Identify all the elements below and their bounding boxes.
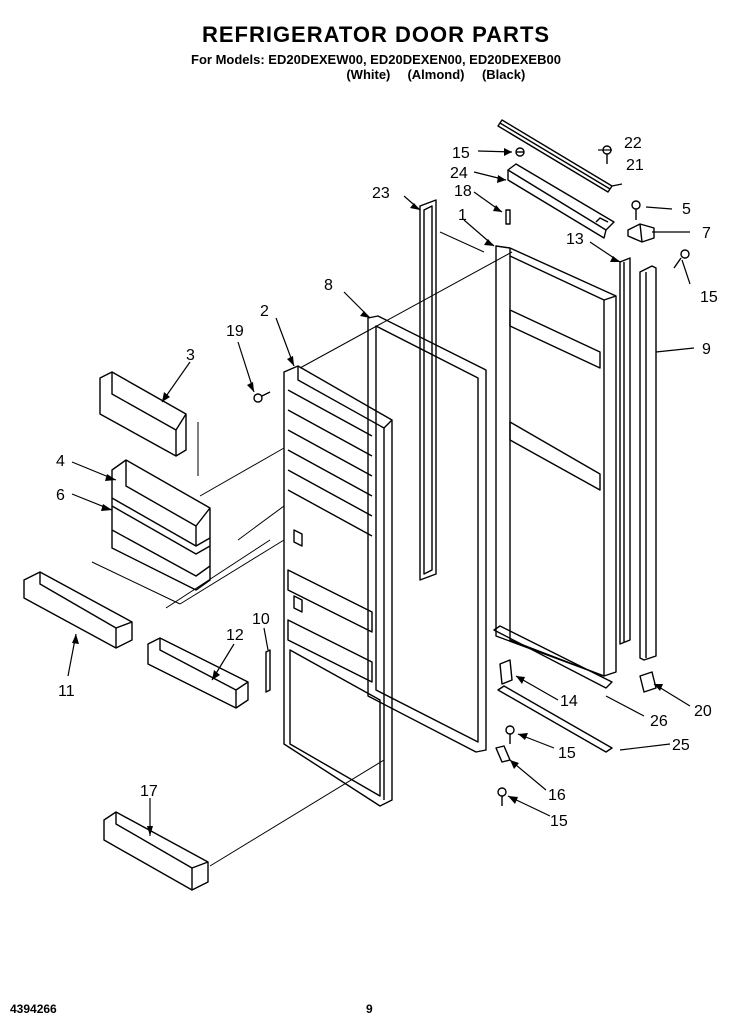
part-bottom-trim-25: [497, 685, 613, 753]
explode-lines: [91, 231, 513, 867]
part-door-bin-12: [147, 637, 249, 709]
leader-lines: [67, 149, 695, 836]
callout-25: 25: [672, 737, 690, 754]
part-bottom-trim-26: [493, 625, 613, 689]
part-inner-gasket-8: [367, 315, 487, 753]
part-shim-16: [495, 745, 511, 763]
callout-11: 11: [58, 683, 75, 700]
callout-24: 24: [450, 165, 468, 182]
part-side-trim-9: [639, 265, 657, 661]
part-door-bin-17: [103, 811, 209, 891]
color-almond: (Almond): [407, 67, 465, 82]
part-shelf-bin-6: [111, 498, 211, 591]
part-screws-top: [505, 145, 690, 269]
part-screw-19: [253, 391, 271, 403]
callout-3: 3: [186, 347, 195, 364]
callout-16: 16: [548, 787, 566, 804]
callout-15c: 15: [558, 745, 576, 762]
models-line: For Models: ED20DEXEW00, ED20DEXEN00, ED…: [191, 52, 561, 67]
callout-15a: 15: [452, 145, 470, 162]
part-shelf-bin-4: [111, 459, 211, 547]
callout-14: 14: [560, 693, 578, 710]
callout-12: 12: [226, 627, 244, 644]
part-side-trim-13: [619, 257, 631, 645]
callout-8: 8: [324, 277, 333, 294]
callout-18: 18: [454, 183, 472, 200]
doc-number: 4394266: [10, 1002, 57, 1016]
part-top-trim-21: [497, 119, 613, 193]
callout-7: 7: [702, 225, 711, 242]
color-black: (Black): [481, 67, 526, 82]
page-number: 9: [366, 1002, 373, 1016]
callout-5: 5: [682, 201, 691, 218]
callout-labels: 22 15 21 24 18 5 23 1 7 13 15 8 2 9 19 3…: [56, 135, 718, 830]
leader-arrowheads: [72, 148, 663, 836]
color-line: (White) (Almond) (Black): [60, 67, 752, 82]
callout-2: 2: [260, 303, 269, 320]
callout-9: 9: [702, 341, 711, 358]
part-door-stop-7: [627, 223, 655, 243]
part-hinge-cover-24: [507, 163, 615, 239]
callout-17: 17: [140, 783, 158, 800]
part-clip-10: [265, 649, 271, 693]
callout-26: 26: [650, 713, 668, 730]
part-stop-20: [639, 671, 657, 693]
part-gasket-strip-23: [419, 199, 437, 581]
callout-1: 1: [458, 207, 467, 224]
callout-15b: 15: [700, 289, 718, 306]
part-screws-bottom: [497, 725, 515, 806]
page-title: REFRIGERATOR DOOR PARTS: [201, 22, 551, 47]
part-lower-hinge-14: [499, 659, 513, 685]
callout-23: 23: [372, 185, 390, 202]
callout-20: 20: [694, 703, 712, 720]
callout-10: 10: [252, 611, 270, 628]
callout-22: 22: [624, 135, 642, 152]
part-inner-liner-2: [283, 365, 393, 807]
callout-6: 6: [56, 487, 65, 504]
callout-4: 4: [56, 453, 65, 470]
callout-15d: 15: [550, 813, 568, 830]
part-outer-door-1: [495, 245, 617, 677]
part-dairy-door-3: [99, 371, 187, 457]
color-white: (White): [346, 67, 391, 82]
callout-21: 21: [626, 157, 644, 174]
part-door-bin-11: [23, 571, 133, 649]
callout-13: 13: [566, 231, 584, 248]
callout-19: 19: [226, 323, 244, 340]
